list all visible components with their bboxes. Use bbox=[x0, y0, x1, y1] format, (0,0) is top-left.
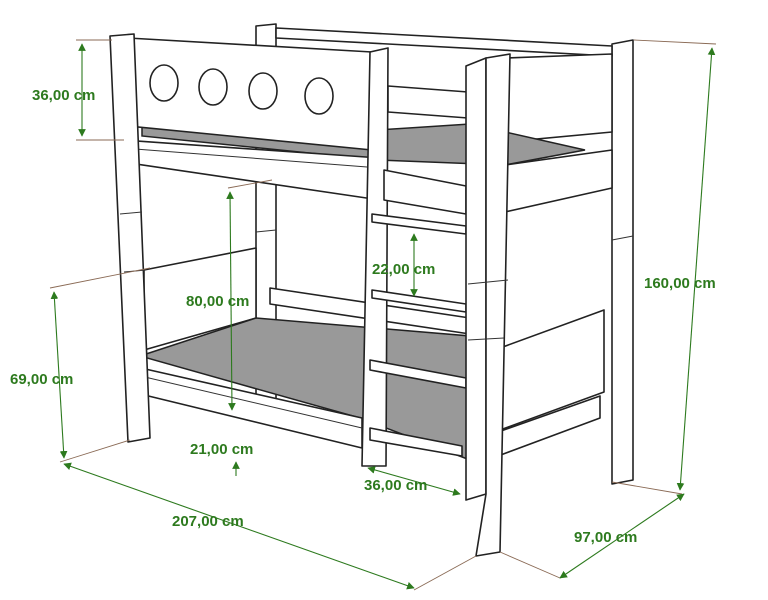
dim-width bbox=[559, 493, 685, 579]
label-bottom-clearance: 21,00 cm bbox=[190, 441, 253, 458]
guard-hole-1 bbox=[149, 64, 179, 102]
ladder-top-rung bbox=[387, 85, 469, 119]
dim-lower-height bbox=[50, 291, 68, 459]
label-total-height: 160,00 cm bbox=[644, 275, 716, 292]
label-lower-height: 69,00 cm bbox=[10, 371, 73, 388]
ladder-rung-1 bbox=[383, 169, 467, 215]
dimension-labels: 36,00 cm 160,00 cm 22,00 cm 80,00 cm 69,… bbox=[10, 87, 716, 546]
guard-hole-2 bbox=[198, 68, 228, 106]
label-width: 97,00 cm bbox=[574, 529, 637, 546]
ladder-rung-5 bbox=[369, 427, 463, 457]
bunk-bed-drawing bbox=[109, 23, 634, 557]
dim-length bbox=[63, 462, 415, 590]
dim-bed-clearance bbox=[226, 191, 236, 411]
front-left-post bbox=[109, 33, 151, 443]
label-ladder-step: 22,00 cm bbox=[372, 261, 435, 278]
label-ladder-width: 36,00 cm bbox=[364, 477, 427, 494]
guard-hole-3 bbox=[248, 72, 278, 110]
back-right-post bbox=[611, 39, 634, 485]
front-right-post bbox=[465, 57, 487, 501]
label-length: 207,00 cm bbox=[172, 513, 244, 530]
label-guard-height: 36,00 cm bbox=[32, 87, 95, 104]
upper-right-endboard bbox=[504, 53, 613, 143]
dimension-lines bbox=[49, 39, 717, 591]
front-right-post-face bbox=[475, 53, 511, 557]
guard-hole-4 bbox=[304, 77, 334, 115]
dim-total-height bbox=[676, 47, 716, 491]
label-bed-clearance: 80,00 cm bbox=[186, 293, 249, 310]
